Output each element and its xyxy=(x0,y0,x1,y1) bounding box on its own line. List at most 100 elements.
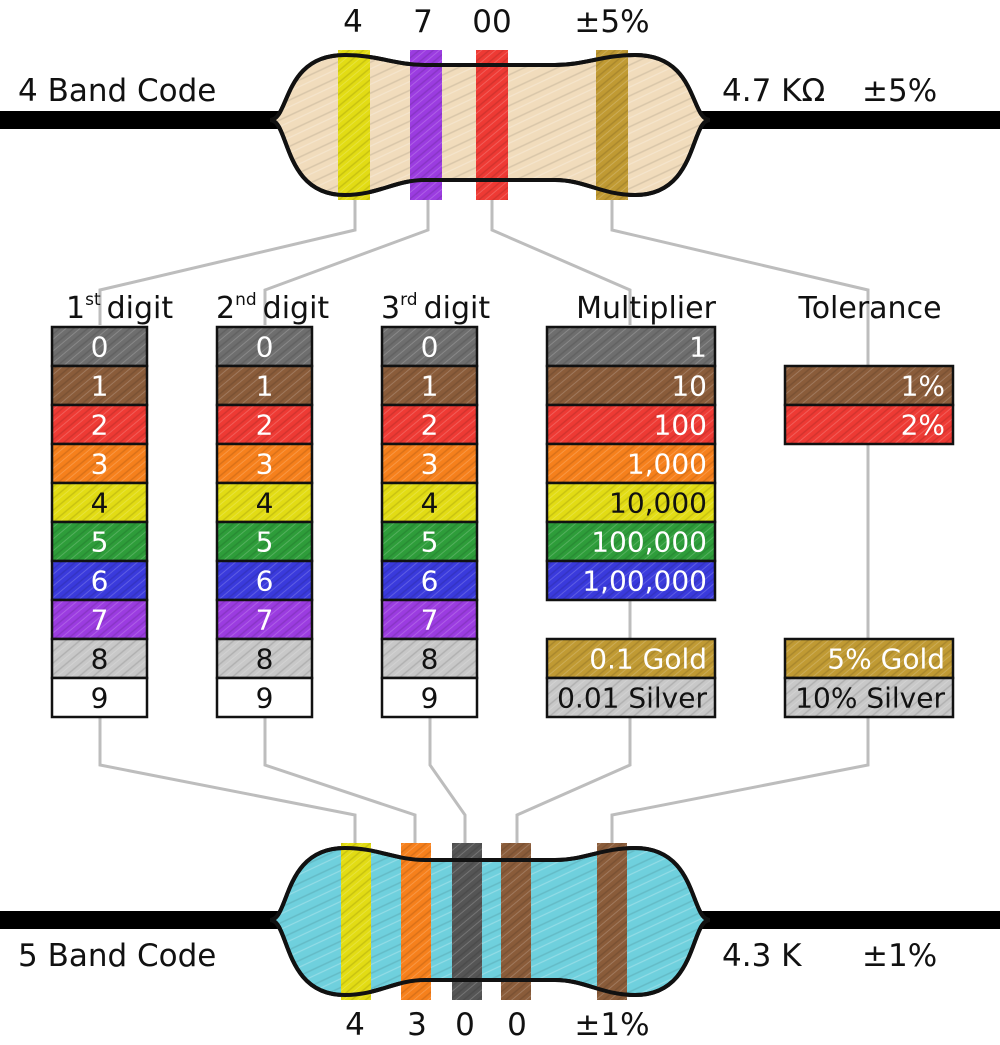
digit3-cell: 3 xyxy=(380,442,479,485)
top-value: 4.7 KΩ xyxy=(722,73,825,109)
tolerance-cell: 1% xyxy=(783,364,955,407)
digit2-cell: 3 xyxy=(215,442,314,485)
digit2-cell: 9 xyxy=(215,676,314,719)
multiplier-cell: 100,000 xyxy=(545,520,717,563)
digit3-cell-hatch xyxy=(382,522,477,561)
digit3-cell: 4 xyxy=(380,481,479,524)
tolerance-cell-label: 2% xyxy=(901,409,945,442)
digit2-cell-hatch xyxy=(217,483,312,522)
digit1-cell-label: 7 xyxy=(91,604,109,637)
tolerance-special-cell: 10% Silver xyxy=(783,676,955,719)
digit3-cell-border xyxy=(380,676,479,719)
bottom-left-lead xyxy=(0,911,280,929)
digit1-cell-label: 0 xyxy=(91,331,109,364)
bottom-right-lead xyxy=(690,911,1000,929)
connector-line xyxy=(263,717,417,860)
connector-lines xyxy=(98,182,870,860)
multiplier-cell: 10 xyxy=(545,364,717,407)
top-left-lead xyxy=(0,111,280,129)
digit1-cell: 8 xyxy=(50,637,149,680)
digit1-cell: 3 xyxy=(50,442,149,485)
top-band-label: 7 xyxy=(413,4,433,40)
multiplier-cell-label: 10 xyxy=(671,370,707,403)
bottom-band-hatch xyxy=(501,843,531,1000)
tolerance-cell: 2% xyxy=(783,403,955,446)
digit1-cell-hatch xyxy=(52,444,147,483)
digit3-cell-hatch xyxy=(382,405,477,444)
digit3-cell: 6 xyxy=(380,559,479,602)
digit3-cell: 8 xyxy=(380,637,479,680)
multiplier-cell: 100 xyxy=(545,403,717,446)
digit1-cell-label: 2 xyxy=(91,409,109,442)
top-band-hatch xyxy=(596,50,628,200)
top-band-hatch xyxy=(410,50,442,200)
multiplier-cell-hatch xyxy=(547,444,715,483)
bottom-band-hatch xyxy=(597,843,627,1000)
multiplier-cell-hatch xyxy=(547,561,715,600)
tolerance-cell-hatch xyxy=(785,405,953,444)
digit2-cell-hatch xyxy=(217,366,312,405)
tolerance-special-cell: 5% Gold xyxy=(783,637,955,680)
header-multiplier: Multiplier xyxy=(576,291,717,326)
digit1-cell: 5 xyxy=(50,520,149,563)
digit3-cell-hatch xyxy=(382,600,477,639)
digit1-cell: 1 xyxy=(50,364,149,407)
bottom-band-hatch xyxy=(341,843,371,1000)
bottom-body-outline xyxy=(269,845,711,998)
digit3-cell-hatch xyxy=(382,327,477,366)
digit3-cell-label: 5 xyxy=(421,526,439,559)
digit1-cell: 7 xyxy=(50,598,149,641)
bottom-band-label: ±1% xyxy=(574,1007,649,1043)
bottom-band-hatch xyxy=(452,843,482,1000)
multiplier-cell-label: 100,000 xyxy=(591,526,707,559)
digit1-cell-label: 6 xyxy=(91,565,109,598)
digit1-cell-hatch xyxy=(52,600,147,639)
digit3-cell-hatch xyxy=(382,639,477,678)
multiplier-cell: 1 xyxy=(545,325,717,368)
digit1-cell-label: 4 xyxy=(91,487,109,520)
digit3-cell-hatch xyxy=(382,444,477,483)
digit3-cell-label: 3 xyxy=(421,448,439,481)
tolerance-cell-label: 1% xyxy=(901,370,945,403)
connector-line xyxy=(98,717,357,848)
digit3-cell: 2 xyxy=(380,403,479,446)
digit1-cell-fill xyxy=(52,678,147,717)
digit3-cell-label: 2 xyxy=(421,409,439,442)
digit2-cell: 8 xyxy=(215,637,314,680)
digit3-cell-label: 4 xyxy=(421,487,439,520)
digit2-cell: 7 xyxy=(215,598,314,641)
digit3-cell: 0 xyxy=(380,325,479,368)
digit2-cell-hatch xyxy=(217,327,312,366)
top-band-label: ±5% xyxy=(574,4,649,40)
multiplier-cell-hatch xyxy=(547,522,715,561)
multiplier-cell-hatch xyxy=(547,366,715,405)
top-bands xyxy=(338,50,628,200)
digit3-cell-hatch xyxy=(382,366,477,405)
connector-line xyxy=(610,195,870,365)
digit1-cell-hatch xyxy=(52,405,147,444)
digit1-cell-hatch xyxy=(52,639,147,678)
tolerance-cell-hatch xyxy=(785,366,953,405)
top-title: 4 Band Code xyxy=(18,73,216,109)
digit1-cell-hatch xyxy=(52,366,147,405)
top-band-hatch xyxy=(476,50,508,200)
digit1-cell-hatch xyxy=(52,522,147,561)
top-tolerance: ±5% xyxy=(862,73,937,109)
multiplier-cell: 10,000 xyxy=(545,481,717,524)
connector-line xyxy=(610,717,870,848)
digit3-cell-label: 7 xyxy=(421,604,439,637)
digit3-cell: 5 xyxy=(380,520,479,563)
bottom-title: 5 Band Code xyxy=(18,938,216,974)
digit2-cell-hatch xyxy=(217,639,312,678)
digit2-cell: 0 xyxy=(215,325,314,368)
multiplier-cell-label: 10,000 xyxy=(609,487,707,520)
digit2-cell-hatch xyxy=(217,444,312,483)
digit2-cell-hatch xyxy=(217,600,312,639)
multiplier-cell-label: 1 xyxy=(689,331,707,364)
multiplier-special-cell: 0.01 Silver xyxy=(545,676,717,719)
digit1-cell-label: 3 xyxy=(91,448,109,481)
digit3-cell-fill xyxy=(382,678,477,717)
digit3-cell-label: 1 xyxy=(421,370,439,403)
